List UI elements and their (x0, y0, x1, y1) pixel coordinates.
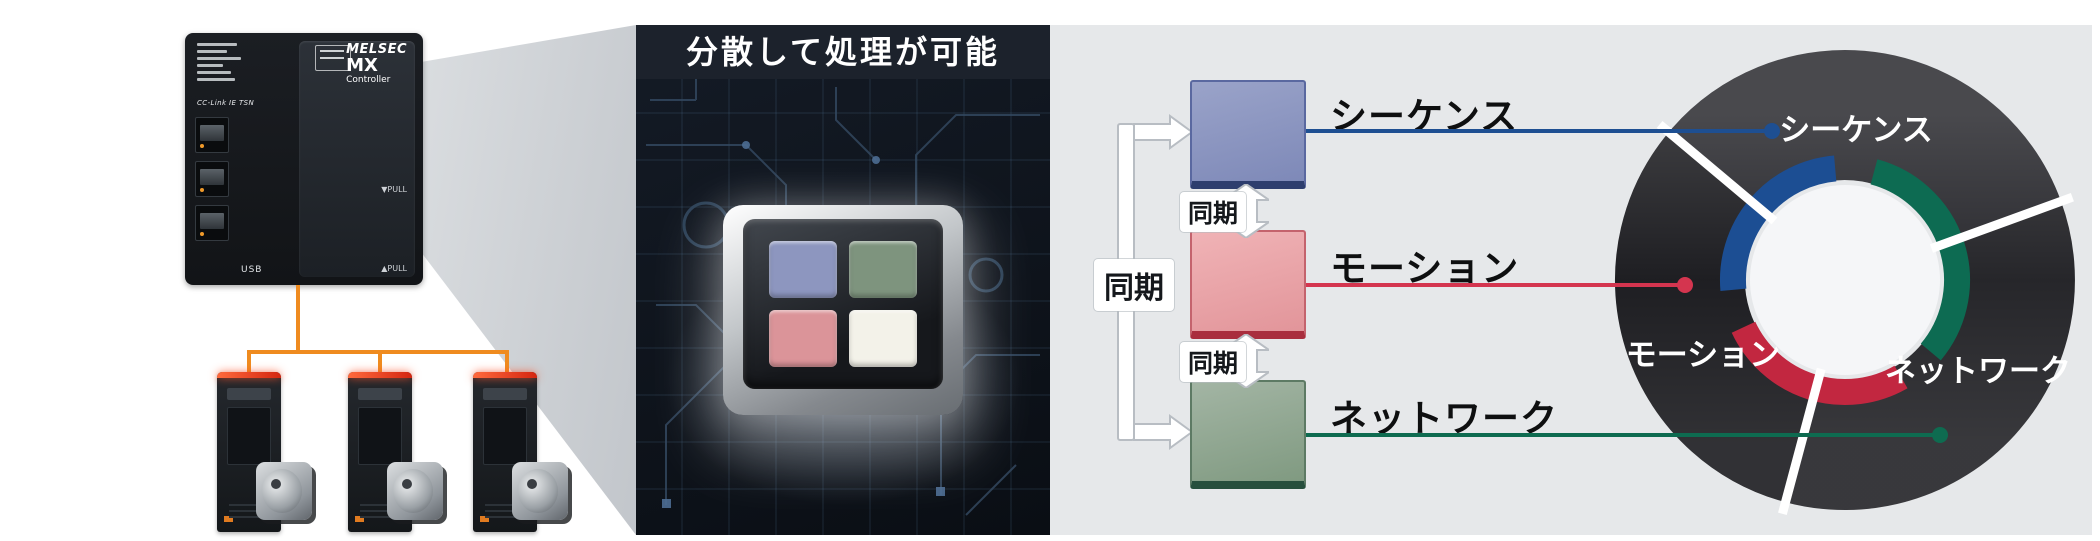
chip-zoom-panel: 分散して処理が可能 (636, 25, 1050, 535)
servo-amplifier-2 (348, 372, 412, 532)
connection-wire-drop-2 (378, 352, 382, 374)
sequence-connector-dot (1764, 123, 1780, 139)
sequence-connector-line (1306, 129, 1772, 133)
servo-amplifier-3 (473, 372, 537, 532)
servo-motor-3 (512, 462, 568, 520)
connection-wire-drop-3 (505, 352, 509, 374)
ring-sequence-label: シーケンス (1779, 112, 1933, 149)
connection-wire-trunk (296, 285, 300, 352)
port-info-box (315, 45, 351, 71)
servo-motor-2 (387, 462, 443, 520)
brand-mx: MX (346, 54, 378, 76)
network-connector-dot (1932, 427, 1948, 443)
plc-brand-label: MELSEC MX Controller (346, 43, 407, 85)
servo-motor-1 (256, 462, 312, 520)
brand-controller: Controller (346, 74, 391, 85)
plc-unit: MELSEC MX Controller CC-Link IE TSN ▼PUL… (185, 33, 423, 285)
network-label: ネットワーク (1330, 397, 1558, 440)
motion-connector-dot (1677, 277, 1693, 293)
zoom-panel-title: 分散して処理が可能 (636, 25, 1050, 79)
motion-box (1190, 230, 1306, 339)
ring-network-label: ネットワーク (1885, 353, 2071, 390)
connection-wire-drop-1 (247, 352, 251, 374)
usb-label: USB (241, 265, 263, 275)
network-box (1190, 380, 1306, 489)
core-tile-network (849, 241, 917, 298)
outer-sync-label: 同期 (1094, 259, 1174, 311)
chip-core-tiles (769, 241, 917, 367)
status-led-labels (197, 43, 243, 85)
ethernet-port-3 (195, 205, 229, 241)
network-connector-line (1306, 433, 1940, 437)
brand-melsec: MELSEC (346, 42, 407, 57)
cclink-logo: CC-Link IE TSN (197, 99, 255, 107)
pull-marker-top: ▼PULL (381, 185, 407, 194)
motion-label: モーション (1330, 247, 1520, 290)
motion-connector-line (1306, 283, 1685, 287)
core-tile-sequence (769, 241, 837, 298)
servo-amplifier-1 (217, 372, 281, 532)
chip-top-face (743, 219, 943, 389)
sequence-box (1190, 80, 1306, 189)
sync-label-2: 同期 (1180, 342, 1247, 382)
pull-marker-bottom: ▲PULL (381, 264, 407, 273)
ethernet-port-1 (195, 117, 229, 153)
sync-label-1: 同期 (1180, 192, 1247, 232)
ring-motion-label: モーション (1625, 337, 1781, 374)
chip-illustration (723, 205, 963, 415)
ethernet-port-2 (195, 161, 229, 197)
core-tile-motion (769, 310, 837, 367)
integration-ring-chart (1614, 50, 2075, 515)
plc-cover (299, 41, 415, 277)
core-tile-spare (849, 310, 917, 367)
